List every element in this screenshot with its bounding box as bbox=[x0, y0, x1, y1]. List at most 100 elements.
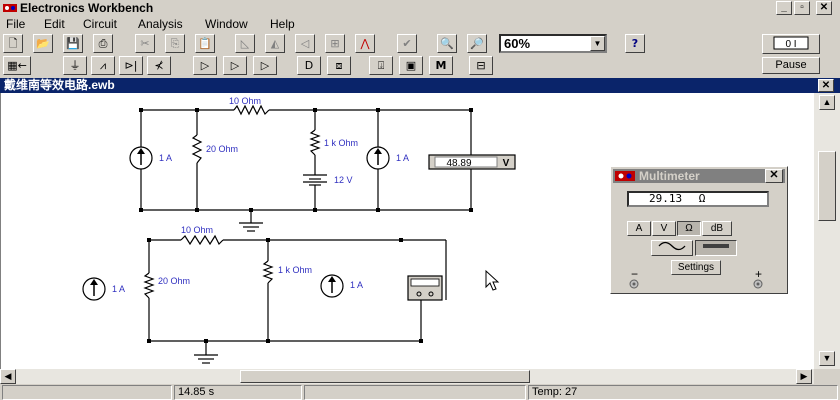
rotate-icon[interactable]: ◺ bbox=[235, 34, 255, 53]
cut-icon[interactable]: ✂ bbox=[135, 34, 155, 53]
current-source-1[interactable] bbox=[129, 146, 153, 170]
current-source-2[interactable] bbox=[366, 146, 390, 170]
status-bar: 14.85 s Temp: 27 bbox=[0, 384, 840, 400]
multimeter-settings-button[interactable]: Settings bbox=[671, 260, 721, 275]
simulation-time: 14.85 s bbox=[174, 385, 302, 400]
menu-circuit[interactable]: Circuit bbox=[83, 17, 118, 31]
digital-bin-icon[interactable]: ⧈ bbox=[327, 56, 351, 75]
horizontal-scroll-thumb[interactable] bbox=[240, 370, 530, 383]
voltmeter-unit: V bbox=[503, 158, 510, 169]
sources-bin-icon[interactable]: ⏚ bbox=[63, 56, 87, 75]
scroll-down-icon[interactable]: ▼ bbox=[819, 351, 835, 366]
controls-bin-icon[interactable]: ▣ bbox=[399, 56, 423, 75]
component-properties-icon[interactable]: ✔ bbox=[397, 34, 417, 53]
negative-terminal-icon[interactable] bbox=[629, 279, 639, 289]
logic-gates-bin-icon[interactable]: D bbox=[297, 56, 321, 75]
parts-toolbar: ▦← ⏚ ⩘ ⊳| ⊀ ▷ ▷ ▷ D ⧈ ⍗ ▣ M ⊟ bbox=[0, 55, 760, 77]
scroll-left-icon[interactable]: ◀ bbox=[0, 369, 16, 384]
scroll-up-icon[interactable]: ▲ bbox=[819, 95, 835, 110]
menu-edit[interactable]: Edit bbox=[44, 17, 65, 31]
analog-ics-bin-icon[interactable]: ▷ bbox=[193, 56, 217, 75]
help-button[interactable]: ? bbox=[625, 34, 645, 53]
resistor-20ohm-1[interactable] bbox=[191, 134, 203, 164]
zoom-out-icon[interactable]: 🔍 bbox=[437, 34, 457, 53]
mode-ohm-button[interactable]: Ω bbox=[677, 221, 701, 236]
zoom-select[interactable]: 60% ▼ bbox=[499, 34, 607, 53]
transistors-bin-icon[interactable]: ⊀ bbox=[147, 56, 171, 75]
minimize-button[interactable]: _ bbox=[776, 1, 792, 15]
positive-terminal-icon[interactable] bbox=[753, 279, 763, 289]
open-folder-icon[interactable]: 📂 bbox=[33, 34, 53, 53]
print-icon[interactable]: ⎙ bbox=[93, 34, 113, 53]
chevron-down-icon[interactable]: ▼ bbox=[590, 36, 605, 51]
subcircuit-icon[interactable]: ⊞ bbox=[325, 34, 345, 53]
resistor-20ohm-2[interactable] bbox=[143, 272, 155, 299]
miscellaneous-bin[interactable]: M bbox=[429, 56, 453, 75]
close-button[interactable]: ✕ bbox=[816, 1, 832, 15]
horizontal-scrollbar[interactable]: ◀ ▶ bbox=[0, 369, 814, 384]
power-switch-icon: 0 I bbox=[773, 36, 809, 50]
label-r1-c2: 10 Ohm bbox=[181, 225, 213, 235]
svg-text:0 I: 0 I bbox=[785, 39, 796, 50]
resistor-1kohm-1[interactable] bbox=[309, 129, 321, 156]
ac-mode-button[interactable] bbox=[651, 240, 693, 256]
scroll-right-icon[interactable]: ▶ bbox=[796, 369, 812, 384]
mode-ampere-button[interactable]: A bbox=[627, 221, 651, 236]
menu-window[interactable]: Window bbox=[205, 17, 248, 31]
diodes-bin-icon[interactable]: ⊳| bbox=[119, 56, 143, 75]
menu-bar: File Edit Circuit Analysis Window Help bbox=[0, 16, 840, 33]
label-r1-c1: 10 Ohm bbox=[229, 96, 261, 106]
zoom-value: 60% bbox=[504, 36, 531, 51]
menu-analysis[interactable]: Analysis bbox=[138, 17, 183, 31]
vertical-scrollbar[interactable]: ▲ ▼ bbox=[814, 93, 840, 369]
multimeter-window[interactable]: Multimeter ✕ 29.13 Ω A V Ω dB Settings −… bbox=[610, 166, 788, 294]
multimeter-reading-unit: Ω bbox=[698, 192, 706, 205]
flip-horizontal-icon[interactable]: ◭ bbox=[265, 34, 285, 53]
vertical-scroll-thumb[interactable] bbox=[818, 151, 836, 221]
resistor-10ohm-2[interactable] bbox=[180, 234, 224, 246]
flip-vertical-icon[interactable]: ◁ bbox=[295, 34, 315, 53]
title-bar: Electronics Workbench _ ▫ ✕ bbox=[0, 0, 840, 16]
positive-terminal-label: + bbox=[755, 267, 763, 281]
save-icon[interactable]: 💾 bbox=[63, 34, 83, 53]
document-close-button[interactable]: ✕ bbox=[818, 79, 834, 92]
current-source-4[interactable] bbox=[320, 274, 344, 298]
dc-line-icon bbox=[703, 244, 729, 248]
label-r3-c1: 1 k Ohm bbox=[324, 138, 358, 148]
resistor-1kohm-2[interactable] bbox=[262, 260, 274, 284]
multimeter-title: Multimeter bbox=[639, 169, 700, 183]
app-title: Electronics Workbench bbox=[20, 1, 154, 15]
mode-db-button[interactable]: dB bbox=[702, 221, 732, 236]
indicators-bin-icon[interactable]: ⍗ bbox=[369, 56, 393, 75]
label-src2-c2: 1 A bbox=[350, 280, 363, 290]
voltmeter[interactable]: 48.89 V bbox=[428, 154, 516, 170]
digital-ics-bin-icon[interactable]: ▷ bbox=[253, 56, 277, 75]
mode-volt-button[interactable]: V bbox=[652, 221, 676, 236]
multimeter-close-button[interactable]: ✕ bbox=[765, 169, 783, 183]
favorites-bin-icon[interactable]: ▦← bbox=[3, 56, 31, 75]
multimeter-title-bar[interactable]: Multimeter bbox=[613, 169, 785, 183]
paste-icon[interactable]: 📋 bbox=[195, 34, 215, 53]
schematic: 48.89 V bbox=[82, 96, 516, 364]
pause-button[interactable]: Pause bbox=[762, 57, 820, 74]
menu-help[interactable]: Help bbox=[270, 17, 295, 31]
menu-file[interactable]: File bbox=[6, 17, 26, 31]
temperature-readout: Temp: 27 bbox=[528, 385, 838, 400]
current-source-3[interactable] bbox=[82, 277, 106, 301]
dc-mode-button[interactable] bbox=[695, 240, 737, 256]
copy-icon[interactable]: ⎘ bbox=[165, 34, 185, 53]
restore-button[interactable]: ▫ bbox=[794, 1, 810, 15]
multimeter-instrument-icon[interactable] bbox=[407, 275, 443, 301]
power-switch[interactable]: 0 I bbox=[762, 34, 820, 54]
basic-bin-icon[interactable]: ⩘ bbox=[91, 56, 115, 75]
new-file-icon[interactable]: 🗋 bbox=[3, 34, 23, 53]
mixed-ics-bin-icon[interactable]: ▷ bbox=[223, 56, 247, 75]
instruments-bin-icon[interactable]: ⊟ bbox=[469, 56, 493, 75]
label-battery-c1: 12 V bbox=[334, 175, 353, 185]
document-title: 戴维南等效电路.ewb bbox=[4, 78, 115, 92]
mouse-cursor-icon bbox=[485, 269, 500, 291]
zoom-in-icon[interactable]: 🔎 bbox=[467, 34, 487, 53]
multimeter-logo-icon bbox=[615, 171, 635, 181]
resistor-10ohm-1[interactable] bbox=[233, 104, 270, 116]
graph-icon[interactable]: ⋀ bbox=[355, 34, 375, 53]
